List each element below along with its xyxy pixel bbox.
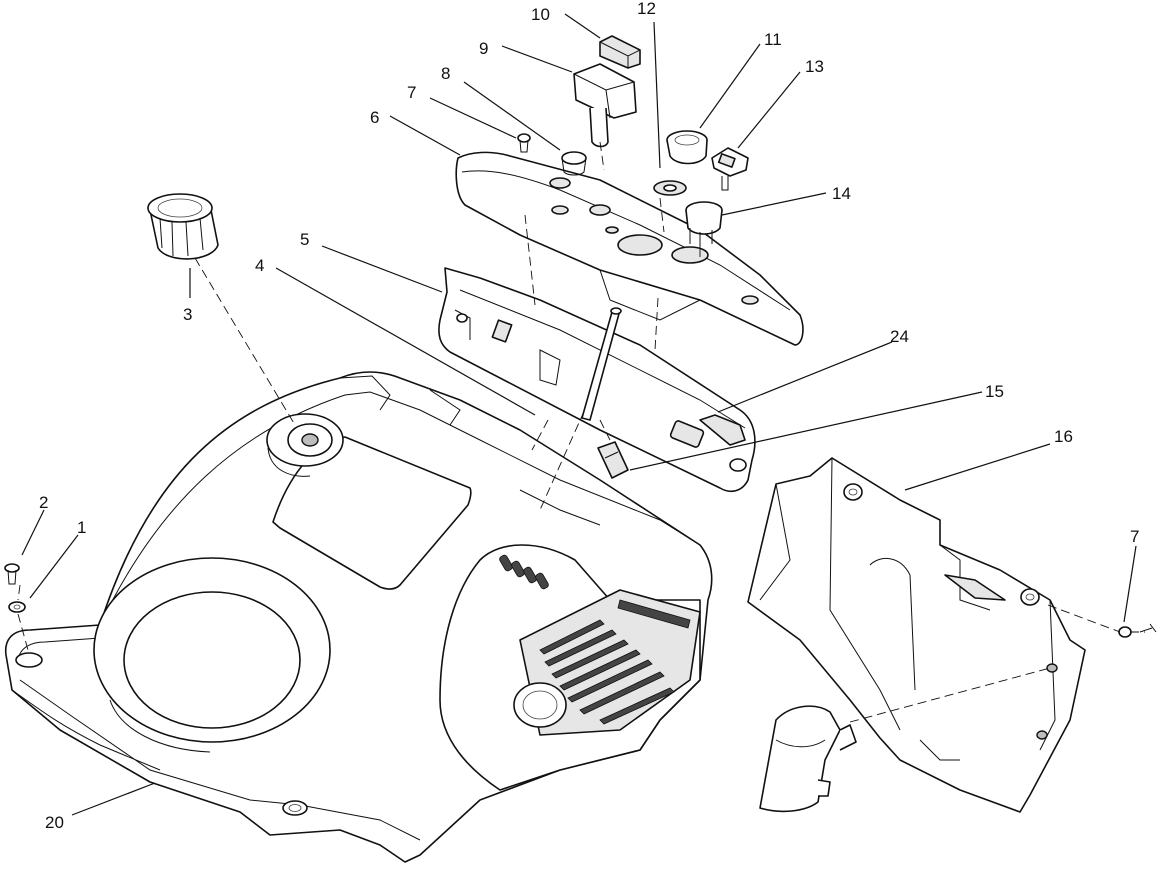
callout-1: 1 <box>77 518 86 537</box>
callout-2: 2 <box>39 493 48 512</box>
knob-cap <box>599 35 641 69</box>
ignition-key <box>711 147 749 191</box>
cooling-grille <box>519 589 701 736</box>
throttle-rod <box>581 307 622 421</box>
primer-bulb <box>666 130 708 165</box>
leader-lines <box>21 13 1137 816</box>
fuel-cap <box>147 193 219 260</box>
shroud-screw <box>4 563 20 585</box>
key-switch <box>685 201 723 248</box>
screw-right <box>1118 623 1157 638</box>
switch-bracket <box>699 414 746 446</box>
grommet <box>561 151 587 176</box>
callout-14: 14 <box>832 184 851 203</box>
callout-24: 24 <box>890 327 909 346</box>
callout-7-right: 7 <box>1130 527 1139 546</box>
callout-15: 15 <box>985 382 1004 401</box>
shroud-washer <box>8 601 26 613</box>
callout-11: 11 <box>764 30 782 49</box>
callout-5: 5 <box>300 230 309 249</box>
screw-top <box>517 133 531 153</box>
control-panel <box>455 151 804 346</box>
callout-12: 12 <box>637 0 656 18</box>
throttle-knob <box>573 63 637 148</box>
callout-13: 13 <box>805 57 824 76</box>
primer-nut <box>653 180 687 196</box>
callout-4: 4 <box>255 256 264 275</box>
callout-3: 3 <box>183 305 192 324</box>
retaining-clip <box>597 441 629 479</box>
callout-7-top: 7 <box>407 83 416 102</box>
callout-6: 6 <box>370 108 379 127</box>
side-cover <box>747 457 1086 813</box>
callout-9: 9 <box>479 39 488 58</box>
callout-10: 10 <box>531 5 550 24</box>
callout-20: 20 <box>45 813 64 832</box>
callout-8: 8 <box>441 64 450 83</box>
lower-bracket <box>759 705 857 813</box>
fuel-neck <box>266 413 344 477</box>
engine-shroud <box>4 371 713 863</box>
callout-labels: 10 12 9 11 13 8 7 6 14 5 4 3 24 15 16 2 … <box>39 0 1139 832</box>
callout-16: 16 <box>1054 427 1073 446</box>
